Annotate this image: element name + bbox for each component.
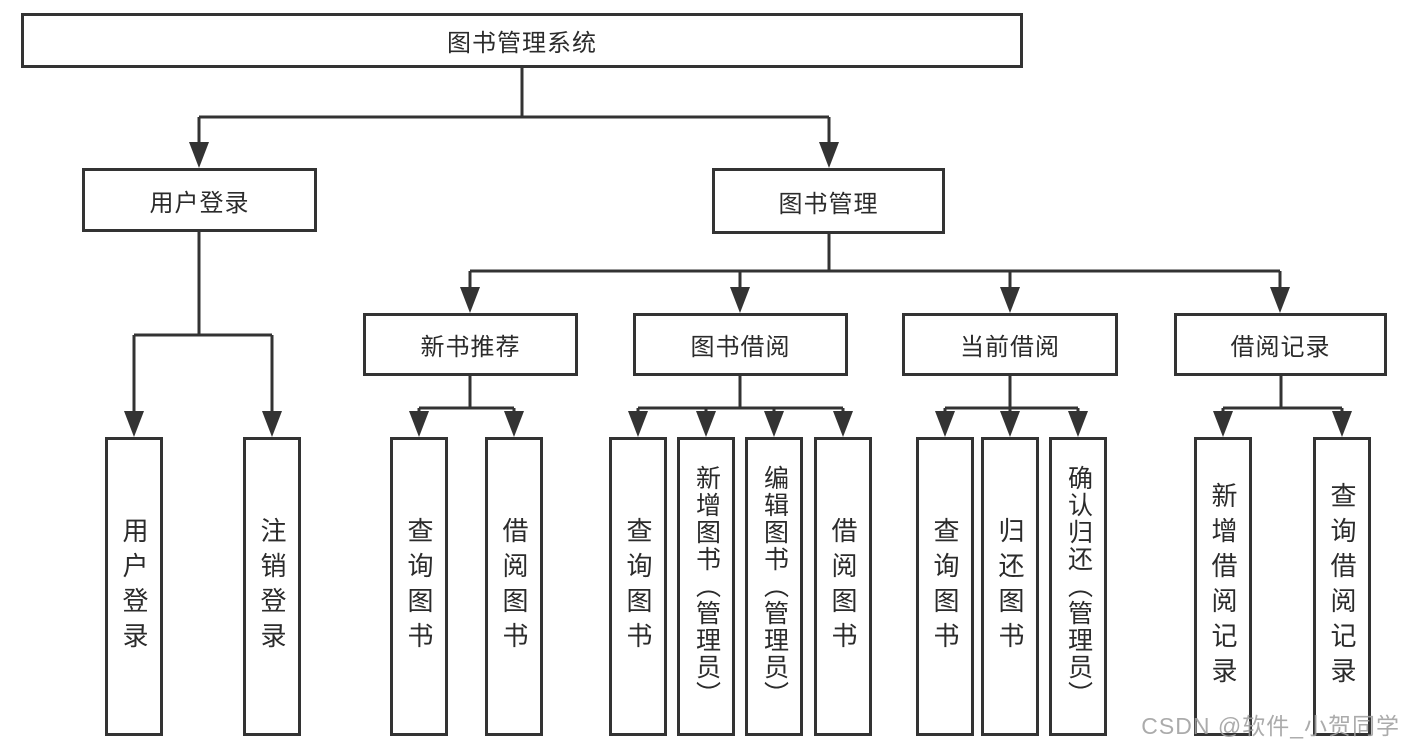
node-label: 查询图书 [623, 516, 653, 657]
node-label: 确认归还（管理员） [1064, 465, 1093, 708]
node-library-system: 图书管理系统 [21, 13, 1023, 68]
arrowhead-icon [764, 411, 784, 437]
node-label: 编辑图书（管理员） [760, 465, 789, 708]
node-book-borrow: 图书借阅 [633, 313, 848, 376]
watermark: CSDN @软件_小贺同学 [1141, 713, 1400, 739]
node-label: 新书推荐 [420, 334, 521, 361]
node-user-login-leaf: 用户登录 [105, 437, 163, 736]
arrowhead-icon [1000, 287, 1020, 313]
node-label: 新增借阅记录 [1208, 481, 1238, 692]
arrowhead-icon [1068, 411, 1088, 437]
arrowhead-icon [124, 411, 144, 437]
arrowhead-icon [1270, 287, 1290, 313]
arrowhead-icon [819, 142, 839, 168]
node-label: 查询图书 [930, 516, 960, 657]
arrowhead-icon [1213, 411, 1233, 437]
arrowhead-icon [460, 287, 480, 313]
node-label: 图书管理 [778, 190, 879, 218]
arrowhead-icon [262, 411, 282, 437]
node-label: 当前借阅 [960, 334, 1060, 361]
arrowhead-icon [696, 411, 716, 437]
node-confirm-return-admin: 确认归还（管理员） [1049, 437, 1107, 736]
node-label: 注销登录 [257, 516, 287, 657]
node-query-borrow-record: 查询借阅记录 [1313, 437, 1371, 736]
arrowhead-icon [935, 411, 955, 437]
node-label: 用户登录 [119, 516, 149, 657]
arrowhead-icon [189, 142, 209, 168]
node-edit-book-admin: 编辑图书（管理员） [745, 437, 803, 736]
node-borrow-books-2: 借阅图书 [814, 437, 872, 736]
node-book-management: 图书管理 [712, 168, 945, 234]
node-label: 图书借阅 [690, 334, 791, 361]
node-label: 新增图书（管理员） [692, 465, 721, 708]
node-new-book-recommend: 新书推荐 [363, 313, 578, 376]
node-label: 用户登录 [149, 189, 250, 217]
node-user-login-branch: 用户登录 [82, 168, 317, 232]
arrowhead-icon [833, 411, 853, 437]
node-label: 查询借阅记录 [1327, 481, 1357, 692]
node-borrow-records: 借阅记录 [1174, 313, 1387, 376]
node-current-borrow: 当前借阅 [902, 313, 1118, 376]
arrowhead-icon [504, 411, 524, 437]
arrowhead-icon [1332, 411, 1352, 437]
node-logout-leaf: 注销登录 [243, 437, 301, 736]
node-return-book: 归还图书 [981, 437, 1039, 736]
node-label: 借阅记录 [1230, 334, 1331, 361]
arrowhead-icon [730, 287, 750, 313]
arrowhead-icon [409, 411, 429, 437]
arrowhead-icon [628, 411, 648, 437]
node-label: 借阅图书 [828, 516, 858, 657]
node-query-books-1: 查询图书 [390, 437, 448, 736]
node-add-book-admin: 新增图书（管理员） [677, 437, 735, 736]
node-borrow-books-1: 借阅图书 [485, 437, 543, 736]
node-label: 借阅图书 [499, 516, 529, 657]
node-label: 归还图书 [995, 516, 1025, 657]
node-add-borrow-record: 新增借阅记录 [1194, 437, 1252, 736]
arrowhead-icon [1000, 411, 1020, 437]
node-query-books-3: 查询图书 [916, 437, 974, 736]
node-label: 图书管理系统 [447, 30, 597, 57]
node-label: 查询图书 [404, 516, 434, 657]
node-query-books-2: 查询图书 [609, 437, 667, 736]
